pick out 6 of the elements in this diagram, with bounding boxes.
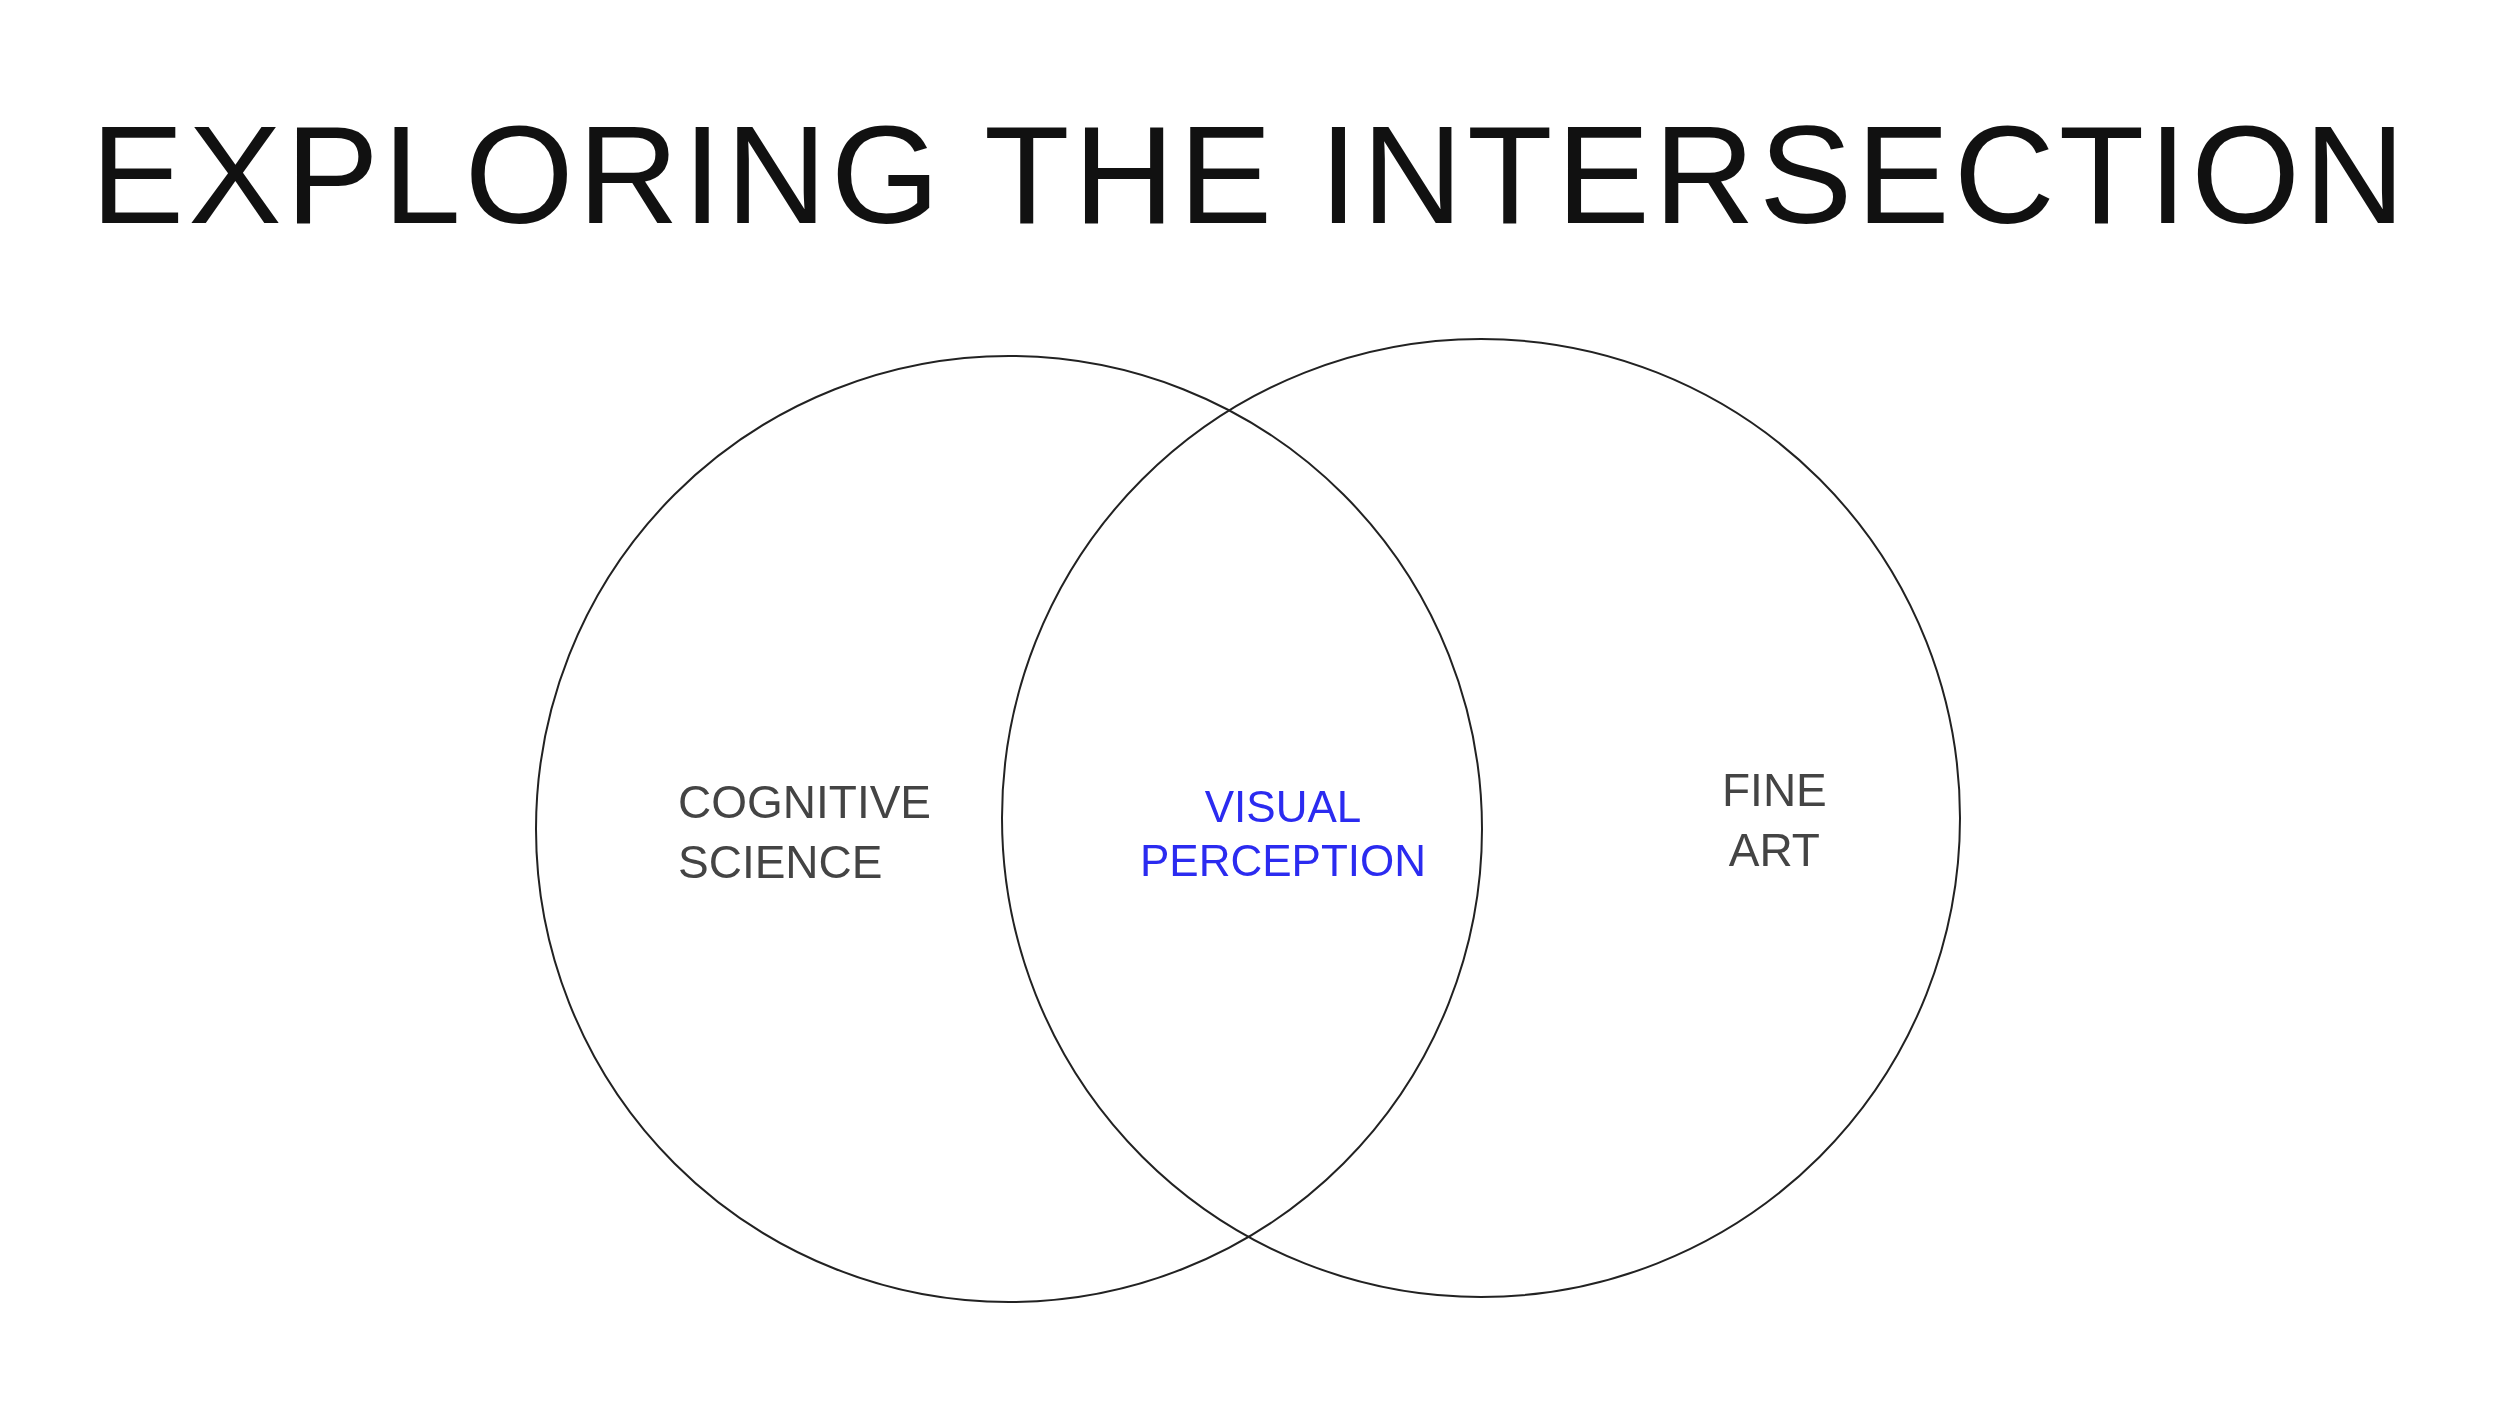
- overlap-label: VISUAL PERCEPTION: [1140, 781, 1427, 887]
- title: EXPLORING THE INTERSECTION: [89, 105, 2411, 245]
- venn-circle: [535, 355, 1483, 1303]
- venn-circle: [1001, 338, 1961, 1298]
- circle-label: FINE ART: [1722, 763, 1827, 878]
- circle-label: COGNITIVE SCIENCE: [678, 775, 932, 890]
